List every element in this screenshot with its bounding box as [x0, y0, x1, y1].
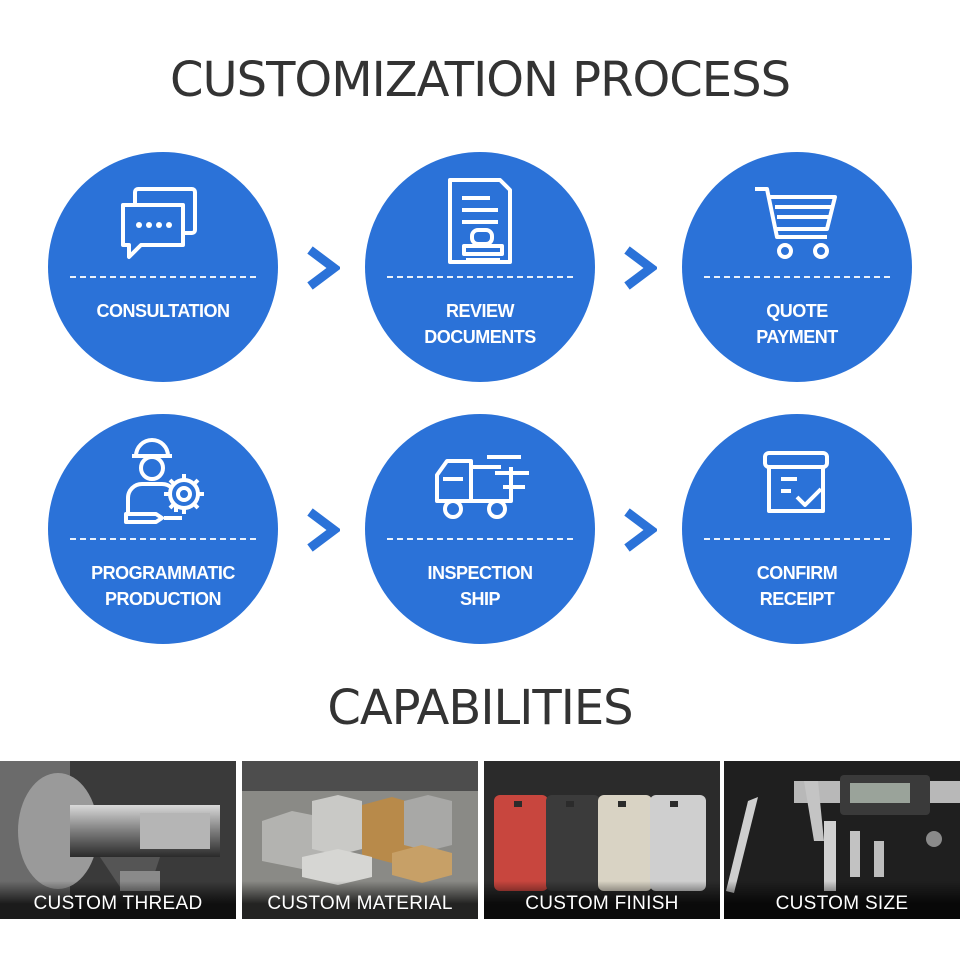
step-confirm-receipt: CONFIRM RECEIPT — [682, 414, 912, 644]
step-quote-payment: QUOTE PAYMENT — [682, 152, 912, 382]
step-label: INSPECTION SHIP — [427, 563, 533, 609]
worker-gear-icon — [48, 434, 278, 534]
divider — [387, 538, 573, 540]
process-title: CUSTOMIZATION PROCESS — [169, 52, 791, 108]
capability-custom-material: CUSTOM MATERIAL — [242, 761, 478, 919]
capability-custom-thread: CUSTOM THREAD — [0, 761, 236, 919]
box-check-icon — [682, 434, 912, 534]
chat-bubbles-icon — [48, 172, 278, 272]
capabilities-title: CAPABILITIES — [327, 680, 633, 736]
capability-label: CUSTOM SIZE — [724, 881, 960, 919]
chevron-right-icon — [624, 508, 657, 552]
divider — [70, 538, 256, 540]
divider — [704, 538, 890, 540]
chevron-right-icon — [307, 246, 340, 290]
step-label: CONSULTATION — [96, 301, 230, 321]
capability-label: CUSTOM THREAD — [0, 881, 236, 919]
capability-label: CUSTOM MATERIAL — [242, 881, 478, 919]
step-programmatic-production: PROGRAMMATIC PRODUCTION — [48, 414, 278, 644]
document-stamp-icon — [365, 172, 595, 272]
chevron-right-icon — [307, 508, 340, 552]
step-review-documents: REVIEW DOCUMENTS — [365, 152, 595, 382]
step-label: QUOTE PAYMENT — [756, 301, 838, 347]
divider — [387, 276, 573, 278]
capability-custom-finish: CUSTOM FINISH — [484, 761, 720, 919]
divider — [70, 276, 256, 278]
divider — [704, 276, 890, 278]
step-label: CONFIRM RECEIPT — [756, 563, 838, 609]
step-inspection-ship: INSPECTION SHIP — [365, 414, 595, 644]
delivery-truck-icon — [365, 434, 595, 534]
capability-label: CUSTOM FINISH — [484, 881, 720, 919]
step-consultation: CONSULTATION — [48, 152, 278, 382]
step-label: REVIEW DOCUMENTS — [424, 301, 536, 347]
capability-custom-size: CUSTOM SIZE — [724, 761, 960, 919]
step-label: PROGRAMMATIC PRODUCTION — [91, 563, 235, 609]
chevron-right-icon — [624, 246, 657, 290]
shopping-cart-icon — [682, 172, 912, 272]
